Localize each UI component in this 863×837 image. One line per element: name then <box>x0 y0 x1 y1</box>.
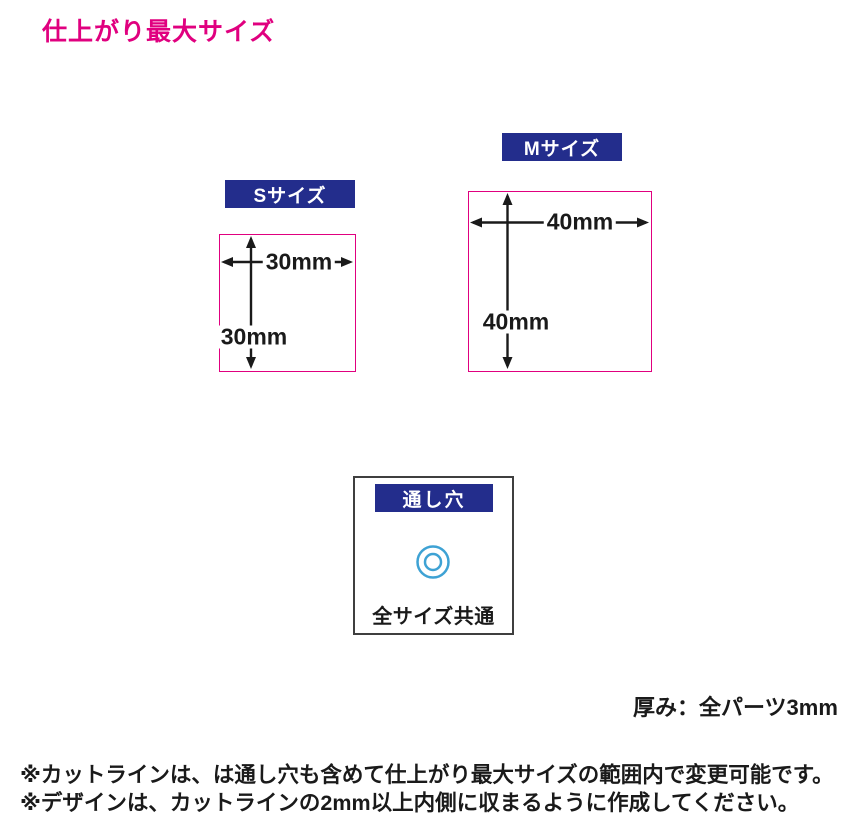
thickness-note: 厚み：全パーツ3mm <box>633 695 838 720</box>
m-width-value: 40mm <box>543 210 617 234</box>
m-vertical-arrow <box>502 193 513 369</box>
note-line-1: ※カットラインは、は通し穴も含めて仕上がり最大サイズの範囲内で変更可能です。 <box>20 763 834 787</box>
s-width-value: 30mm <box>262 250 336 274</box>
s-size-label: Sサイズ <box>225 180 355 208</box>
m-size-outline: 40mm 40mm <box>468 191 652 372</box>
m-height-value: 40mm <box>479 310 553 334</box>
footnotes: ※カットラインは、は通し穴も含めて仕上がり最大サイズの範囲内で変更可能です。 ※… <box>20 761 855 817</box>
note-line-2: ※デザインは、カットラインの2mm以上内側に収まるように作成してください。 <box>20 791 800 815</box>
s-size-outline: 30mm 30mm <box>217 234 356 372</box>
through-hole-label: 通し穴 <box>375 484 493 512</box>
through-hole-caption: 全サイズ共通 <box>372 606 495 628</box>
through-hole-box: 通し穴 全サイズ共通 <box>353 476 514 635</box>
through-hole-donut-icon <box>416 545 450 579</box>
page-title: 仕上がり最大サイズ <box>42 18 276 46</box>
m-size-label: Mサイズ <box>502 133 622 161</box>
s-height-value: 30mm <box>217 325 291 349</box>
